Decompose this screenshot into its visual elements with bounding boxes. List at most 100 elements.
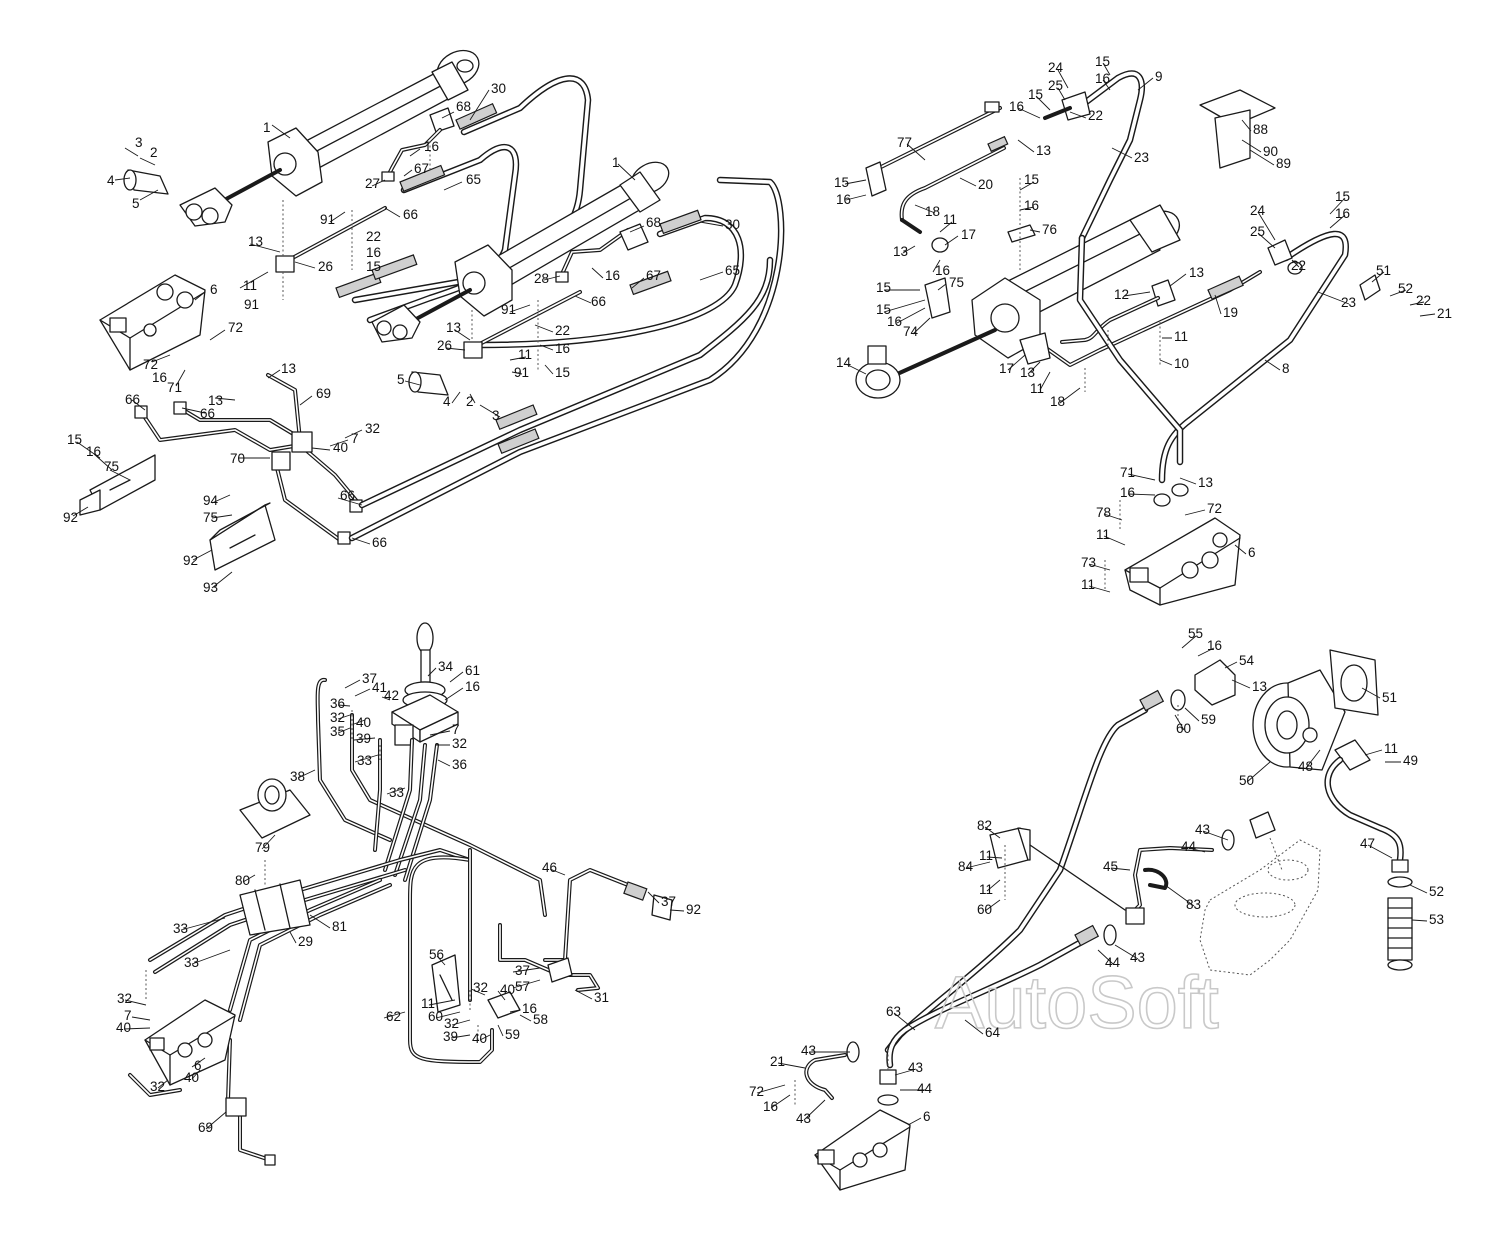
callout-92: 92 <box>63 510 78 525</box>
control-valve-bottom-left <box>144 999 236 1086</box>
callout-74: 74 <box>903 324 919 339</box>
callout-14: 14 <box>836 355 852 370</box>
callout-16: 16 <box>605 268 620 283</box>
callout-75: 75 <box>949 275 964 290</box>
callout-33: 33 <box>389 785 404 800</box>
callout-37: 37 <box>661 894 676 909</box>
group-bottom-left <box>123 622 685 1166</box>
callout-4: 4 <box>443 394 451 409</box>
callout-80: 80 <box>235 873 250 888</box>
callout-33: 33 <box>357 753 372 768</box>
callout-73: 73 <box>1081 555 1096 570</box>
callout-20: 20 <box>978 177 993 192</box>
callout-15: 15 <box>876 302 891 317</box>
callout-15: 15 <box>366 259 381 274</box>
callout-13: 13 <box>1198 475 1213 490</box>
callout-2: 2 <box>150 145 158 160</box>
callout-66: 66 <box>125 392 140 407</box>
callout-16: 16 <box>152 370 167 385</box>
callout-16: 16 <box>465 679 480 694</box>
callout-32: 32 <box>473 980 488 995</box>
control-valve-top-right <box>1124 483 1241 606</box>
callout-11: 11 <box>943 212 957 227</box>
callout-6: 6 <box>1248 545 1256 560</box>
callout-3: 3 <box>135 135 143 150</box>
callout-11: 11 <box>1081 577 1095 592</box>
callout-12: 12 <box>1114 287 1129 302</box>
callout-77: 77 <box>897 135 912 150</box>
callout-46: 46 <box>542 860 557 875</box>
callout-75: 75 <box>104 459 119 474</box>
callout-79: 79 <box>255 840 270 855</box>
callout-11: 11 <box>979 848 993 863</box>
callout-13: 13 <box>248 234 263 249</box>
callout-32: 32 <box>452 736 467 751</box>
callout-60: 60 <box>977 902 992 917</box>
callout-22: 22 <box>366 229 381 244</box>
callout-22: 22 <box>1291 258 1306 273</box>
callout-91: 91 <box>501 302 516 317</box>
callout-23: 23 <box>1134 150 1149 165</box>
group-bottom-right <box>756 635 1428 1191</box>
callout-33: 33 <box>173 921 188 936</box>
callout-11: 11 <box>518 347 532 362</box>
callout-69: 69 <box>316 386 331 401</box>
callout-15: 15 <box>555 365 570 380</box>
callout-69: 69 <box>198 1120 213 1135</box>
callout-5: 5 <box>397 372 405 387</box>
callout-32: 32 <box>117 991 132 1006</box>
group-top-right <box>844 62 1436 606</box>
callout-29: 29 <box>298 934 313 949</box>
callout-16: 16 <box>1335 206 1350 221</box>
callout-88: 88 <box>1253 122 1268 137</box>
callout-13: 13 <box>446 320 461 335</box>
callout-40: 40 <box>356 715 371 730</box>
callout-8: 8 <box>1282 361 1290 376</box>
callout-76: 76 <box>1042 222 1057 237</box>
callout-18: 18 <box>1050 394 1065 409</box>
callout-11: 11 <box>1384 741 1398 756</box>
callout-16: 16 <box>1009 99 1024 114</box>
callout-31: 31 <box>594 990 609 1005</box>
callout-60: 60 <box>428 1009 443 1024</box>
callout-24: 24 <box>1250 203 1266 218</box>
callout-6: 6 <box>194 1058 202 1073</box>
callout-16: 16 <box>1120 485 1135 500</box>
callout-16: 16 <box>555 341 570 356</box>
callout-60: 60 <box>1176 721 1191 736</box>
callout-75: 75 <box>203 510 218 525</box>
callout-16: 16 <box>522 1001 537 1016</box>
callout-25: 25 <box>1048 78 1063 93</box>
callout-43: 43 <box>801 1043 816 1058</box>
callout-92: 92 <box>686 902 701 917</box>
callout-1: 1 <box>612 155 620 170</box>
callout-56: 56 <box>429 947 444 962</box>
callout-2: 2 <box>466 394 474 409</box>
callout-22: 22 <box>555 323 570 338</box>
callout-32: 32 <box>150 1079 165 1094</box>
callout-65: 65 <box>466 172 481 187</box>
group-top-left <box>72 49 785 589</box>
callout-49: 49 <box>1403 753 1418 768</box>
callout-11: 11 <box>243 278 257 293</box>
callout-13: 13 <box>281 361 296 376</box>
callout-1: 1 <box>263 120 271 135</box>
callout-94: 94 <box>203 493 219 508</box>
callout-24: 24 <box>1048 60 1064 75</box>
callout-81: 81 <box>332 919 347 934</box>
callout-52: 52 <box>1429 884 1444 899</box>
callout-9: 9 <box>1155 69 1163 84</box>
callout-16: 16 <box>763 1099 778 1114</box>
callout-13: 13 <box>208 393 223 408</box>
callout-66: 66 <box>403 207 418 222</box>
callout-16: 16 <box>424 139 439 154</box>
callout-23: 23 <box>1341 295 1356 310</box>
callout-72: 72 <box>1207 501 1222 516</box>
callout-40: 40 <box>500 982 515 997</box>
callout-4: 4 <box>107 173 115 188</box>
callout-15: 15 <box>1335 189 1350 204</box>
callout-57: 57 <box>515 979 530 994</box>
callout-16: 16 <box>366 245 381 260</box>
callout-7: 7 <box>124 1008 132 1023</box>
